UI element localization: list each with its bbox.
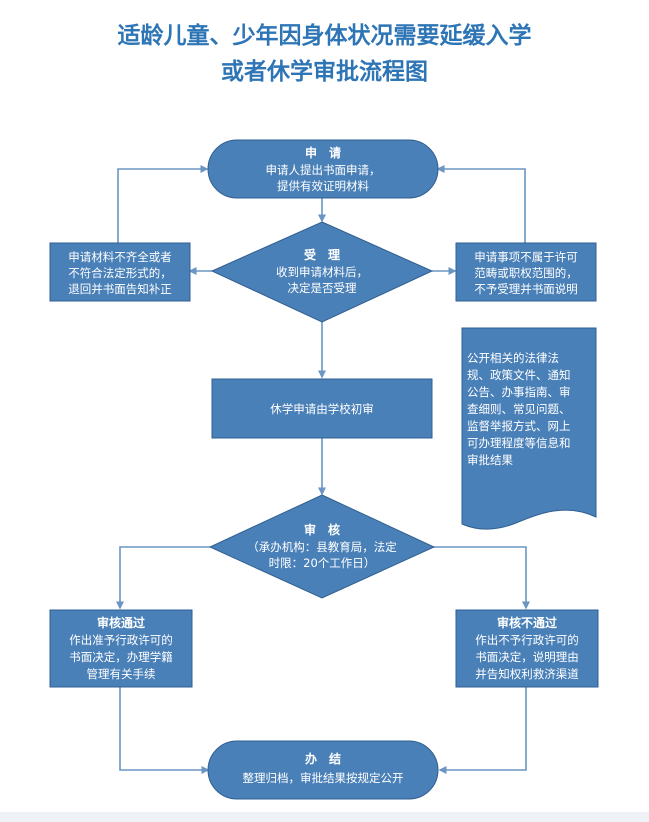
denied-heading: 审核不通过 bbox=[497, 615, 557, 630]
reject-scope-line-2: 范畴或职权范围的， bbox=[474, 266, 578, 280]
review-line-2: 时限：20个工作日） bbox=[269, 556, 376, 570]
arrow-approved-to-finish bbox=[119, 687, 210, 774]
page-title: 适龄儿童、少年因身体状况需要延缓入学 或者休学审批流程图 bbox=[0, 18, 649, 90]
node-apply: 申 请 申请人提出书面申请， 提供有效证明材料 bbox=[207, 139, 439, 199]
denied-line-1: 作出不予行政许可的 bbox=[475, 633, 579, 647]
node-review: 审 核 （承办机构：县教育局，法定 时限：20个工作日） bbox=[208, 494, 436, 599]
reject-incomplete-line-3: 退回并书面告知补正 bbox=[68, 282, 172, 296]
reject-scope-line-3: 不予受理并书面说明 bbox=[474, 282, 578, 296]
reject-incomplete-line-1: 申请材料不齐全或者 bbox=[68, 250, 172, 264]
reject-scope-line-1: 申请事项不属于许可 bbox=[474, 250, 578, 264]
arrow-reject-incomplete-to-apply bbox=[117, 165, 209, 243]
disclosure-line-5: 监督举报方式、网上 bbox=[467, 419, 571, 433]
disclosure-line-7: 审批结果 bbox=[467, 453, 513, 467]
node-reject-incomplete: 申请材料不齐全或者 不符合法定形式的， 退回并书面告知补正 bbox=[49, 242, 191, 302]
disclosure-line-3: 公告、办事指南、审 bbox=[467, 385, 571, 399]
node-accept: 受 理 收到申请材料后， 决定是否受理 bbox=[210, 221, 434, 323]
node-approved: 审核通过 作出准予行政许可的 书面决定，办理学籍 管理有关手续 bbox=[49, 609, 193, 688]
title-line-2: 或者休学审批流程图 bbox=[221, 59, 428, 85]
arrow-denied-to-finish bbox=[438, 687, 527, 774]
reject-incomplete-line-2: 不符合法定形式的， bbox=[68, 266, 172, 280]
node-reject-scope: 申请事项不属于许可 范畴或职权范围的， 不予受理并书面说明 bbox=[455, 242, 597, 302]
review-heading: 审 核 bbox=[304, 522, 340, 537]
arrow-review-to-approved bbox=[116, 546, 210, 610]
disclosure-line-2: 规、政策文件、通知 bbox=[467, 368, 571, 382]
node-school-review: 休学申请由学校初审 bbox=[211, 378, 433, 439]
connectors bbox=[116, 165, 530, 774]
accept-line-1: 收到申请材料后， bbox=[276, 265, 368, 279]
approved-line-2: 书面决定，办理学籍 bbox=[69, 650, 173, 664]
apply-line-1: 申请人提出书面申请， bbox=[266, 163, 381, 177]
disclosure-line-4: 查细则、常见问题、 bbox=[467, 402, 571, 416]
node-denied: 审核不通过 作出不予行政许可的 书面决定，说明理由 并告知权利救济渠道 bbox=[455, 609, 599, 688]
denied-line-3: 并告知权利救济渠道 bbox=[475, 667, 579, 681]
review-line-1: （承办机构：县教育局，法定 bbox=[247, 540, 397, 554]
finish-heading: 办 结 bbox=[305, 751, 341, 766]
disclosure-line-6: 可办理程度等信息和 bbox=[467, 436, 571, 450]
arrow-reject-scope-to-apply bbox=[436, 165, 526, 243]
approved-line-3: 管理有关手续 bbox=[87, 667, 156, 681]
node-finish: 办 结 整理归档，审批结果按规定公开 bbox=[207, 740, 439, 800]
title-line-1: 适龄儿童、少年因身体状况需要延缓入学 bbox=[117, 23, 532, 49]
approved-heading: 审核通过 bbox=[97, 615, 145, 630]
accept-heading: 受 理 bbox=[304, 247, 340, 262]
apply-line-2: 提供有效证明材料 bbox=[277, 179, 369, 193]
denied-line-2: 书面决定，说明理由 bbox=[475, 650, 579, 664]
disclosure-line-1: 公开相关的法律法 bbox=[467, 351, 559, 365]
node-disclosure: 公开相关的法律法 规、政策文件、通知 公告、办事指南、审 查细则、常见问题、 监… bbox=[461, 327, 597, 530]
bottom-bar bbox=[0, 812, 649, 822]
school-review-label: 休学申请由学校初审 bbox=[270, 402, 374, 416]
approved-line-1: 作出准予行政许可的 bbox=[69, 633, 173, 647]
apply-heading: 申 请 bbox=[305, 145, 341, 160]
arrow-review-to-denied bbox=[432, 546, 530, 610]
finish-line-1: 整理归档，审批结果按规定公开 bbox=[243, 771, 404, 785]
accept-line-2: 决定是否受理 bbox=[288, 281, 357, 295]
